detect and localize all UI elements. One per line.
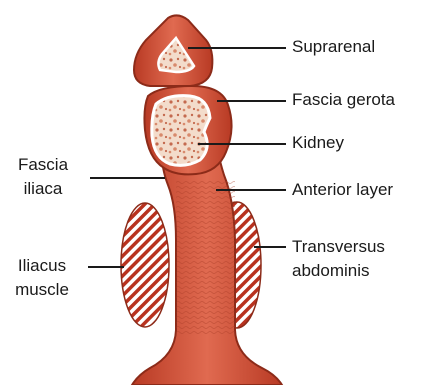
label-iliacus-line1: Iliacus [0,256,84,276]
iliacus-muscle-shape [121,203,169,327]
label-transversus-line2: abdominis [292,261,370,281]
label-fascia-iliaca-line2: iliaca [0,179,86,199]
label-transversus-line1: Transversus [292,237,385,257]
label-anterior-layer: Anterior layer [292,180,393,200]
label-iliacus-line2: muscle [0,280,84,300]
label-kidney: Kidney [292,133,344,153]
label-fascia-iliaca-line1: Fascia [0,155,86,175]
label-fascia-gerota: Fascia gerota [292,90,395,110]
label-suprarenal: Suprarenal [292,37,375,57]
kidney-shape [152,96,210,166]
